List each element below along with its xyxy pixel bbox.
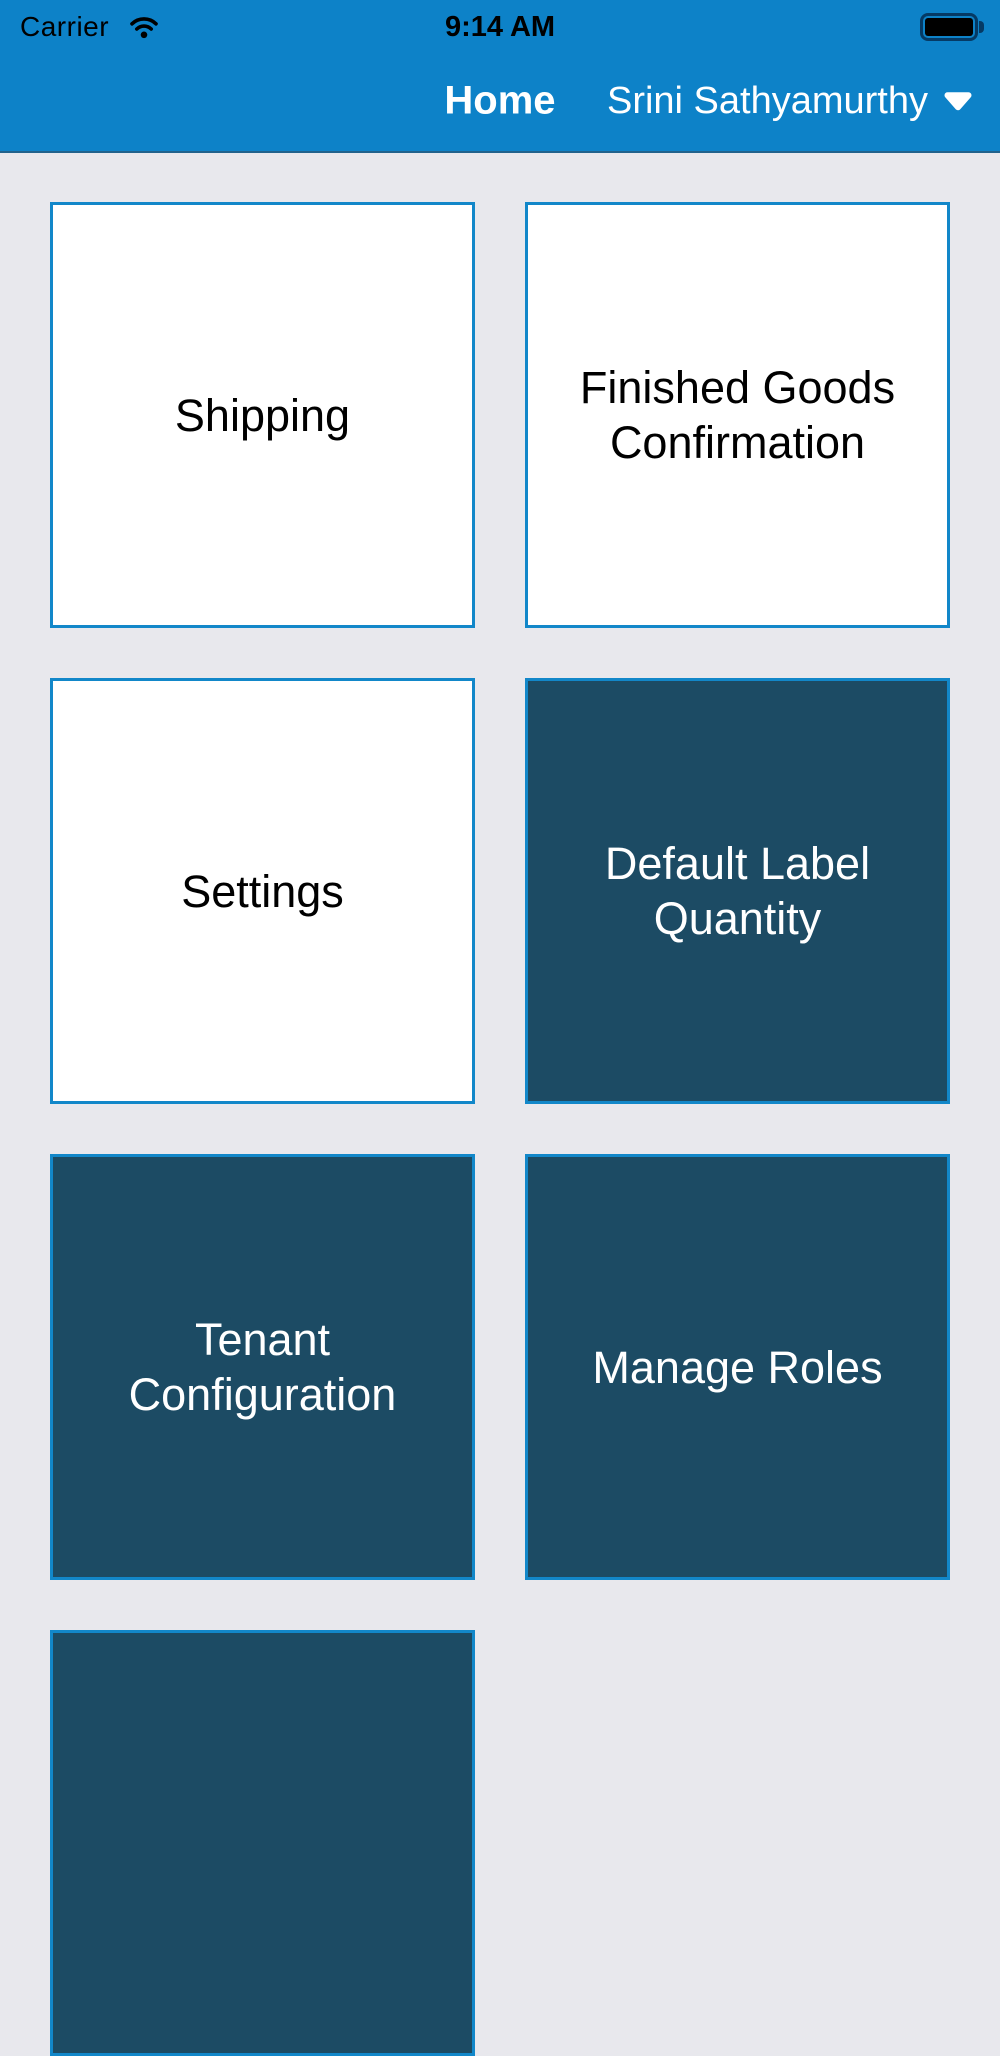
tile-label: Settings <box>181 865 344 917</box>
header: Carrier 9:14 AM Home Srini Sathyamurthy <box>0 0 1000 153</box>
tile-finished-goods-confirmation[interactable]: Finished Goods Confirmation <box>525 202 950 628</box>
page-title: Home <box>444 78 556 123</box>
tile-manage-roles[interactable]: Manage Roles <box>525 1154 950 1580</box>
user-menu-button[interactable]: Srini Sathyamurthy <box>607 79 973 122</box>
tile-default-label-quantity[interactable]: Default Label Quantity <box>525 678 950 1104</box>
tile-grid: Shipping Finished Goods Confirmation Set… <box>0 153 1000 2056</box>
tile-tenant-configuration[interactable]: Tenant Configuration <box>50 1154 475 1580</box>
chevron-down-icon <box>944 91 972 110</box>
status-left: Carrier <box>20 11 159 43</box>
tile-label: Shipping <box>174 389 351 441</box>
tile-label: Tenant Configuration <box>128 1314 397 1420</box>
tile-label: Default Label Quantity <box>604 838 871 944</box>
status-bar: Carrier 9:14 AM <box>0 0 1000 52</box>
user-name: Srini Sathyamurthy <box>606 79 928 122</box>
nav-bar: Home Srini Sathyamurthy <box>0 52 1000 153</box>
tile-shipping[interactable]: Shipping <box>50 202 475 628</box>
tile-settings[interactable]: Settings <box>50 678 475 1104</box>
tile-partial-bottom[interactable] <box>50 1630 475 2056</box>
battery-icon <box>920 13 984 41</box>
wifi-icon <box>130 17 158 39</box>
tile-label: Manage Roles <box>592 1341 883 1393</box>
tile-label: Finished Goods Confirmation <box>579 362 896 468</box>
carrier-label: Carrier <box>20 11 110 42</box>
battery-nub <box>979 21 984 33</box>
battery-fill <box>925 18 973 36</box>
